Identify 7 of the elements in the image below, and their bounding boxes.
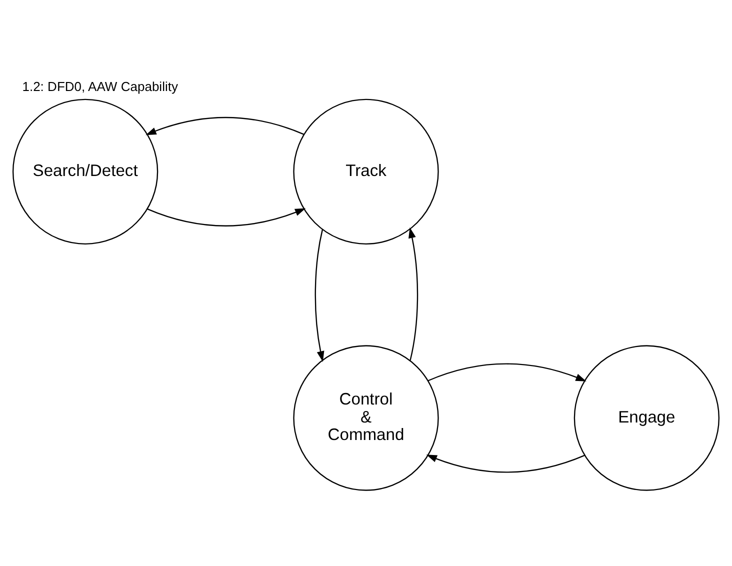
arrow (146, 116, 304, 136)
arrow (426, 454, 585, 473)
arrow (408, 227, 418, 361)
arrow (147, 208, 306, 226)
arrow (314, 229, 324, 362)
diagram-title: 1.2: DFD0, AAW Capability (22, 78, 178, 94)
arrow (428, 363, 586, 382)
